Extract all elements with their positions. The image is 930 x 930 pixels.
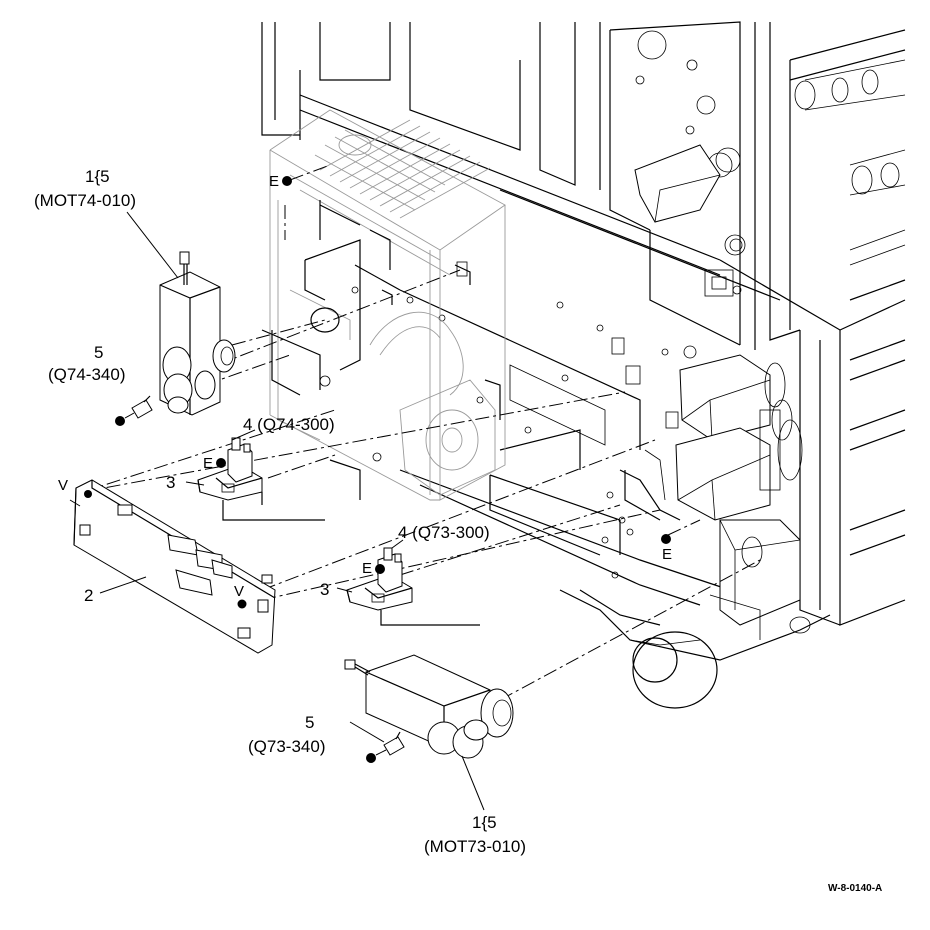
letter-e-frame: E — [662, 546, 672, 563]
frame-inner-brackets — [261, 200, 501, 500]
clip-74 — [115, 395, 153, 426]
callout-clip-bottom-num: 5 — [305, 713, 314, 732]
callout-bracket-top: 3 — [166, 473, 175, 492]
callout-clip-bottom-code: (Q73-340) — [248, 737, 325, 756]
callout-bracket-bottom: 3 — [320, 580, 329, 599]
screw-points — [216, 176, 671, 574]
letter-e-upper: E — [269, 173, 279, 190]
callout-pwb: 2 — [84, 586, 93, 605]
sensor-bracket-74 — [197, 437, 325, 521]
leader-lines — [69, 211, 485, 811]
figure-id: W-8-0140-A — [828, 883, 882, 894]
screw-e-upper — [282, 176, 292, 186]
screw-e-sensor-bottom — [375, 564, 385, 574]
callout-motor-top-num: 1{5 — [85, 167, 110, 186]
assembly-lines — [81, 164, 761, 701]
ghost-power-unit — [269, 109, 506, 501]
screw-e-sensor-top — [216, 458, 226, 468]
callout-clip-top-code: (Q74-340) — [48, 365, 125, 384]
sensor-bracket-73 — [346, 547, 480, 626]
callout-motor-bottom-code: (MOT73-010) — [424, 837, 526, 856]
callout-clip-top-num: 5 — [94, 343, 103, 362]
callout-motor-top-code: (MOT74-010) — [34, 191, 136, 210]
machine-frame — [261, 21, 906, 709]
callout-labels: 1{5 (MOT74-010) 5 (Q74-340) 4 (Q74-300) … — [34, 167, 882, 894]
callout-sensor-bottom: 4 (Q73-300) — [398, 523, 490, 542]
letter-e-sensor-bottom: E — [362, 560, 372, 577]
letter-v-left: V — [58, 477, 68, 494]
letter-e-sensor-top: E — [203, 455, 213, 472]
callout-sensor-top: 4 (Q74-300) — [243, 415, 335, 434]
clip-73 — [366, 731, 405, 763]
letter-v-right: V — [234, 583, 244, 600]
screw-e-frame — [661, 534, 671, 544]
control-pwb — [73, 479, 276, 654]
drive-motor-73 — [344, 654, 514, 759]
drive-motor-74 — [159, 251, 236, 416]
callout-motor-bottom-num: 1{5 — [472, 813, 497, 832]
